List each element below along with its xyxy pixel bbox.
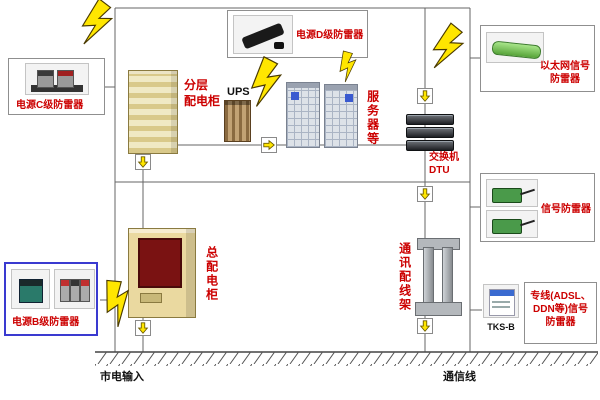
surge-module [57,70,74,88]
switch-unit [406,127,454,138]
signal-protector-image-2 [486,210,538,238]
dist-cabinet-label-line2: 配电柜 [184,93,221,108]
main-distribution-cabinet [128,228,196,318]
ethernet-label-line1: 以太网信号 [540,61,590,72]
cable [520,219,535,227]
cabinet-slot [140,293,162,303]
servers-label: 服务器等 [365,90,380,146]
lightning-bolt-icon [81,0,114,45]
server-tower [286,82,320,148]
surge-path-arrow [417,318,433,334]
surge-module [19,279,43,303]
main-cabinet-label: 总配电柜 [204,246,219,302]
surge-module [70,279,80,302]
signal-protector-image-1 [486,179,538,207]
frame-rail [423,247,434,305]
cabinet-panel [138,238,182,288]
ethernet-label-line2: 防雷器 [550,74,580,85]
server-badge [291,92,299,100]
adsl-label-line1: 专线(ADSL、 [530,291,591,302]
down-arrow-icon [419,90,431,102]
surge-module [60,279,70,302]
server-towers [286,82,362,148]
ethernet-label: 以太网信号 防雷器 [537,60,593,86]
power-b-label: 电源B级防雷器 [12,317,80,328]
surge-path-arrow [135,154,151,170]
plug-device [274,42,284,49]
surge-bar-device [491,40,542,60]
comm-line-label: 通信线 [443,371,476,383]
surge-module [37,70,54,88]
adsl-label-line2: DDN等)信号 [533,304,588,315]
surge-path-arrow [417,186,433,202]
ground-hatch [95,352,598,366]
surge-path-arrow [261,137,277,153]
power-c-protector-box: 电源C级防雷器 [8,58,105,115]
signal-label: 信号防雷器 [541,204,591,215]
switch-label-line2: DTU [429,165,450,176]
server-badge [345,94,353,102]
ups-device [224,100,251,142]
tksb-label: TKS-B [487,322,515,332]
surge-path-arrow [135,320,151,336]
down-arrow-icon [419,188,431,200]
tksb-device-image [483,284,519,318]
layered-distribution-cabinet [128,70,178,154]
power-b-protector-box: 电源B级防雷器 [4,262,98,336]
switch-unit [406,140,454,151]
ethernet-protector-box: 以太网信号 防雷器 [480,25,595,92]
power-c-protector-image [25,63,89,95]
frame-base [415,302,462,316]
comm-distribution-frame [415,238,462,316]
surge-module [492,219,522,234]
server-tower [324,84,358,148]
power-d-protector-image [233,15,293,54]
ethernet-protector-image [486,32,544,63]
right-arrow-icon [263,139,275,151]
ups-label: UPS [227,86,250,98]
surge-path-arrow [417,88,433,104]
dist-cabinet-label: 分层 配电柜 [184,78,220,109]
adsl-protector-box: 专线(ADSL、 DDN等)信号 防雷器 [524,282,597,344]
cable [520,188,535,196]
mains-input-label: 市电输入 [100,371,144,383]
card-detail [492,301,510,303]
adsl-label-line3: 防雷器 [545,317,576,328]
dist-cabinet-label-line1: 分层 [184,78,209,92]
surge-module [80,279,90,302]
power-c-label: 电源C级防雷器 [16,100,84,111]
switch-dtu-device [406,114,454,151]
switch-label-line1: 交换机 [429,152,459,163]
lightning-bolt-icon [432,22,465,69]
din-rail [31,85,83,92]
down-arrow-icon [137,156,149,168]
power-d-protector-box: 电源D级防雷器 [227,10,368,58]
down-arrow-icon [419,320,431,332]
adsl-label: 专线(ADSL、 DDN等)信号 防雷器 [528,290,593,329]
surge-module [492,188,522,203]
power-b-protector-image-1 [11,269,50,309]
lightning-bolt-icon [250,55,283,107]
power-b-protector-image-2 [54,269,95,309]
signal-protector-box: 信号防雷器 [480,173,595,242]
card-detail [492,306,510,308]
switch-unit [406,114,454,125]
power-d-label: 电源D级防雷器 [296,30,364,41]
comm-frame-label: 通讯配线架 [397,242,412,312]
down-arrow-icon [137,322,149,334]
frame-rail [442,247,453,305]
